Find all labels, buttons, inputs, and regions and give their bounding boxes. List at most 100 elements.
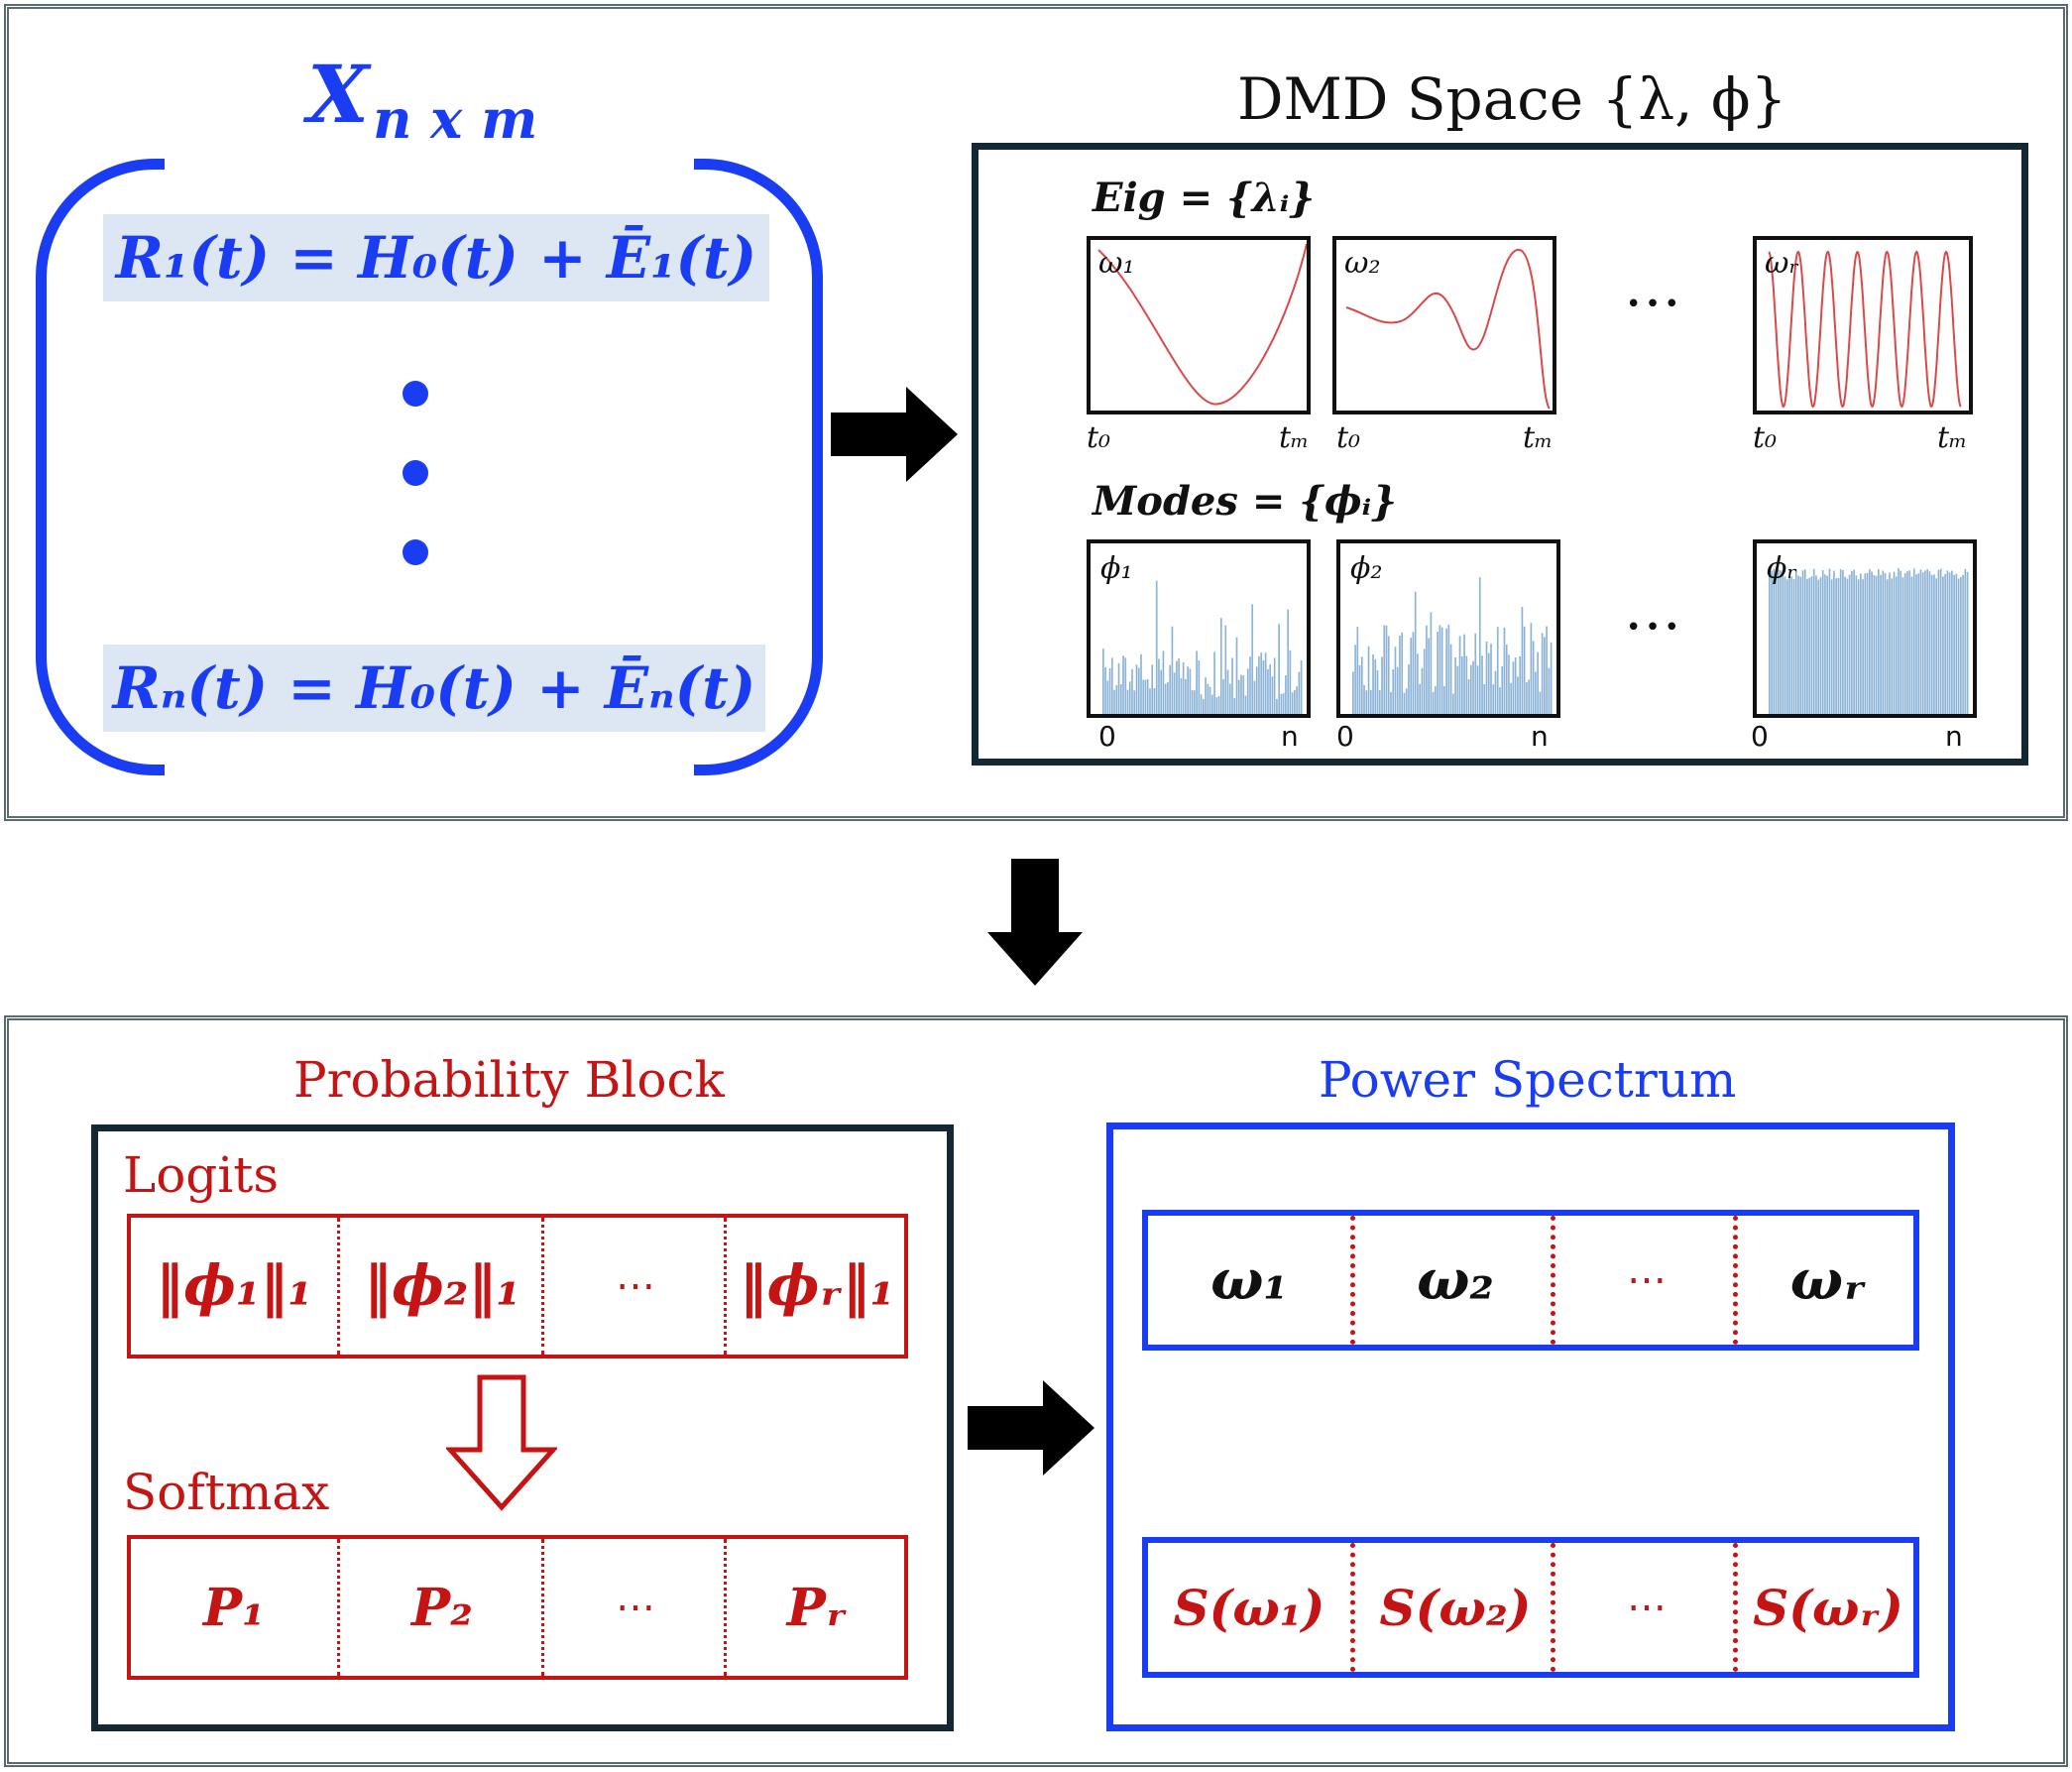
mode-bar bbox=[1821, 569, 1824, 714]
mode-bar bbox=[1242, 675, 1245, 714]
mode-bar bbox=[1381, 656, 1383, 714]
mode-bar bbox=[1797, 575, 1799, 714]
mode-bar bbox=[1899, 570, 1902, 714]
mode-plot-2-label: ϕ₂ bbox=[1350, 551, 1383, 586]
mode-bar bbox=[1122, 655, 1124, 714]
mode-bar bbox=[1203, 698, 1205, 714]
vertical-ellipsis-icon bbox=[401, 381, 430, 569]
power-box bbox=[1106, 1122, 1955, 1731]
mode-bar bbox=[1548, 667, 1551, 714]
mode-bar bbox=[1160, 669, 1163, 714]
modes-label: Modes = {ϕᵢ} bbox=[1093, 478, 1397, 525]
mode-bar bbox=[1539, 691, 1542, 714]
mode-bar bbox=[1465, 655, 1468, 714]
logit-cell-1: ‖ϕ₁‖₁ bbox=[156, 1253, 312, 1319]
mode-bar bbox=[1512, 661, 1515, 714]
mode-bar bbox=[1240, 674, 1242, 714]
matrix-label-sub: n x m bbox=[373, 87, 538, 151]
mode-bar bbox=[1151, 664, 1154, 714]
mode-bar bbox=[1882, 570, 1885, 714]
mode-bar bbox=[1417, 653, 1419, 714]
mode-bar bbox=[1291, 692, 1294, 714]
mode-bar bbox=[1839, 569, 1842, 714]
prob-cell-2: P₂ bbox=[337, 1539, 544, 1676]
power-title: Power Spectrum bbox=[1319, 1051, 1737, 1109]
mode-bar bbox=[1873, 574, 1876, 714]
matrix-label: Xn x m bbox=[307, 48, 538, 151]
mode-bar bbox=[1178, 657, 1180, 714]
mode-bar bbox=[1452, 693, 1454, 714]
eig-plot-2: ω₂ bbox=[1332, 236, 1556, 414]
logits-row: ‖ϕ₁‖₁ ‖ϕ₂‖₁ ⋯ ‖ϕᵣ‖₁ bbox=[127, 1214, 908, 1359]
freq-row: ω₁ ω₂ ⋯ ωᵣ bbox=[1142, 1210, 1919, 1351]
top-panel bbox=[4, 4, 2068, 821]
mode-bar bbox=[1376, 669, 1379, 714]
mode-bar bbox=[1222, 678, 1224, 714]
mode-bar bbox=[1437, 632, 1439, 714]
mode-1-x0: 0 bbox=[1098, 720, 1116, 753]
eig-2-t0: t₀ bbox=[1336, 420, 1361, 455]
mode-bar bbox=[1419, 683, 1422, 714]
mode-bar bbox=[1210, 694, 1213, 714]
mode-bar bbox=[1237, 679, 1240, 714]
mode-bar bbox=[1519, 655, 1522, 714]
mode-bar bbox=[1287, 609, 1289, 714]
mode-bar bbox=[1777, 568, 1780, 714]
eig-plot-2-label: ω₂ bbox=[1344, 246, 1381, 281]
mode-bar bbox=[1917, 573, 1920, 714]
mode-bar bbox=[1458, 636, 1461, 714]
mode-bar bbox=[1792, 579, 1795, 714]
mode-bar bbox=[1910, 576, 1913, 714]
mode-plot-3-label: ϕᵣ bbox=[1767, 551, 1797, 586]
mode-bar bbox=[1294, 689, 1296, 714]
mode-bar bbox=[1544, 637, 1546, 714]
mode-bar bbox=[1385, 625, 1388, 714]
mode-bar bbox=[1830, 579, 1833, 714]
mode-bar bbox=[1514, 656, 1517, 714]
freq-cell-ellipsis: ⋯ bbox=[1551, 1216, 1738, 1345]
mode-bar bbox=[1133, 690, 1136, 714]
mode-bar bbox=[1405, 688, 1408, 714]
spectrum-row: S(ω₁) S(ω₂) ⋯ S(ωᵣ) bbox=[1142, 1537, 1919, 1678]
mode-bar bbox=[1472, 660, 1474, 714]
mode-bar bbox=[1953, 574, 1955, 714]
mode-bar bbox=[1906, 571, 1908, 714]
mode-bar bbox=[1226, 669, 1229, 714]
mode-bar bbox=[1187, 666, 1189, 714]
mode-bar bbox=[1903, 573, 1906, 714]
mode-bar bbox=[1532, 641, 1535, 714]
mode-bar bbox=[1503, 627, 1506, 714]
mode-bar bbox=[1784, 576, 1786, 714]
freq-cell-1: ω₁ bbox=[1210, 1247, 1288, 1313]
mode-bar bbox=[1219, 618, 1222, 714]
mode-bar bbox=[1430, 612, 1433, 714]
mode-bar bbox=[1249, 656, 1251, 714]
mode-bar bbox=[1528, 679, 1530, 714]
mode-bar bbox=[1496, 627, 1499, 714]
mode-bar bbox=[1846, 578, 1849, 714]
mode-bar bbox=[1360, 656, 1363, 714]
mode-bar bbox=[1966, 571, 1969, 714]
mode-bar bbox=[1135, 664, 1138, 714]
mode-bar bbox=[1262, 660, 1265, 714]
mode-bar bbox=[1173, 672, 1176, 714]
mode-bar bbox=[1939, 568, 1942, 714]
mode-plot-1-label: ϕ₁ bbox=[1100, 551, 1133, 586]
eig-plot-3-label: ωᵣ bbox=[1765, 246, 1799, 281]
mode-bar bbox=[1469, 664, 1472, 714]
mode-bar bbox=[1492, 684, 1495, 714]
mode-bar bbox=[1449, 644, 1452, 714]
mode-bar bbox=[1273, 657, 1276, 714]
mode-bar bbox=[1162, 650, 1165, 714]
mode-bar bbox=[1445, 628, 1447, 714]
mode-bar bbox=[1213, 651, 1215, 714]
eig-1-t0: t₀ bbox=[1087, 420, 1111, 455]
mode-bar bbox=[1383, 625, 1386, 714]
mode-bar bbox=[1269, 663, 1272, 714]
mode-bar bbox=[1144, 679, 1147, 714]
freq-cell-r: ωᵣ bbox=[1733, 1216, 1918, 1345]
mode-bar bbox=[1891, 578, 1894, 714]
mode-bar bbox=[1928, 571, 1931, 714]
mode-bar bbox=[1171, 626, 1174, 714]
mode-bar bbox=[1124, 657, 1127, 714]
